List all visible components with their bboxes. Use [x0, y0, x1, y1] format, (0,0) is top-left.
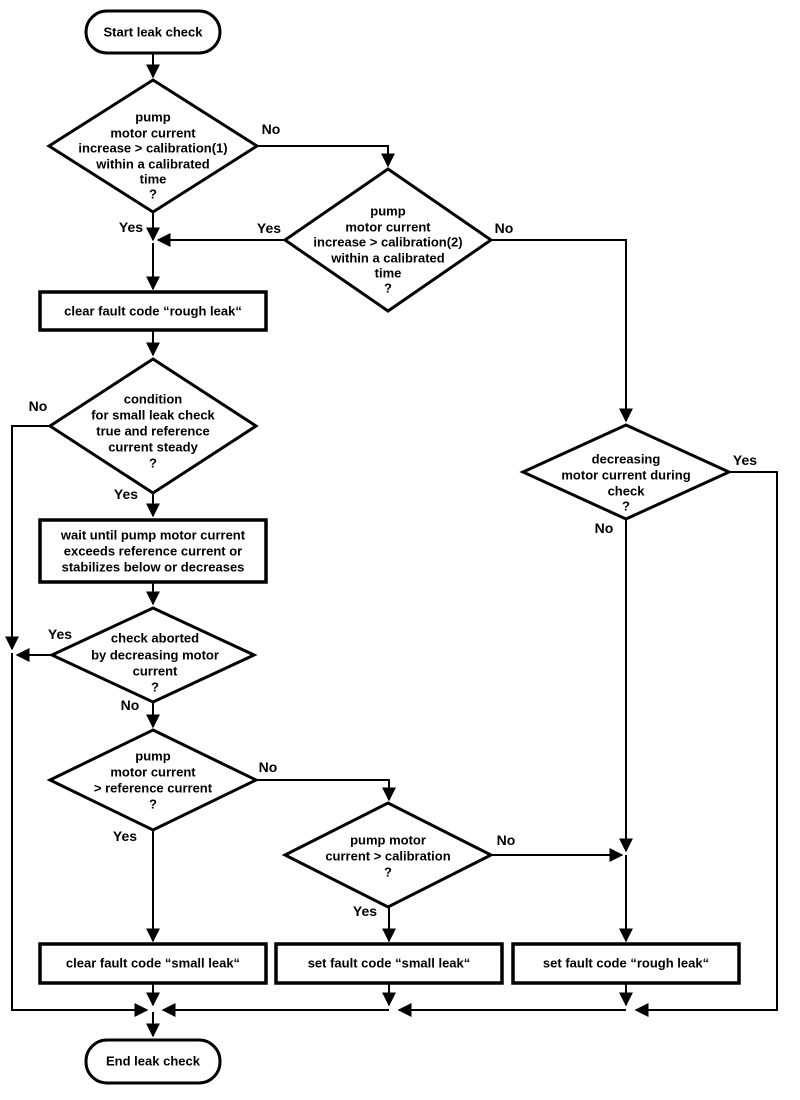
- label-rough2-yes: Yes: [257, 220, 281, 236]
- label-condition-no: No: [29, 398, 48, 414]
- condition-text-line: for small leak check: [91, 408, 215, 423]
- connector-rough1-no: [257, 145, 395, 168]
- rough1-text-line: pump: [135, 110, 170, 125]
- condition-text-line: condition: [124, 392, 183, 407]
- label-aborted-no: No: [121, 697, 140, 713]
- reference-text-line: motor current: [110, 765, 196, 780]
- rough1-text-line: increase > calibration(1): [78, 141, 227, 156]
- reference-text-line: ?: [149, 797, 157, 812]
- rough1-text-line: within a calibrated: [95, 157, 209, 172]
- reference-text-line: pump: [135, 749, 170, 764]
- label-reference-no: No: [259, 759, 278, 775]
- rough2-text-line: within a calibrated: [330, 251, 444, 266]
- label-rough2-no: No: [495, 220, 514, 236]
- aborted-text-line: current: [133, 664, 178, 679]
- decision-decreasing-current: [519, 423, 733, 521]
- condition-text-line: true and reference: [96, 424, 209, 439]
- process-clear-rough-leak: [38, 290, 268, 332]
- decision-current-above-reference: [46, 728, 260, 832]
- rough2-text-line: ?: [384, 281, 392, 296]
- label-aborted-yes: Yes: [48, 626, 72, 642]
- decreasing-text-line: check: [608, 484, 646, 499]
- process-set-rough-leak: [511, 942, 741, 985]
- rough2-text-line: motor current: [345, 220, 431, 235]
- decreasing-text-line: ?: [622, 499, 630, 514]
- decision-rough-leak-calibration1: [46, 78, 260, 214]
- connector-condition-no: [5, 425, 50, 651]
- rough2-text-line: time: [375, 266, 402, 281]
- decision-check-aborted: [48, 606, 258, 704]
- wait-text-line: wait until pump motor current: [60, 528, 246, 543]
- decreasing-text-line: motor current during: [561, 468, 690, 483]
- condition-text-line: current steady: [108, 440, 198, 455]
- calibration-text-line: ?: [384, 865, 392, 880]
- wait-text-line: stabilizes below or decreases: [62, 560, 245, 575]
- set-rough-label: set fault code “rough leak“: [543, 956, 709, 971]
- end-terminator: [84, 1038, 222, 1085]
- start-label: Start leak check: [103, 25, 203, 40]
- decision-rough-leak-calibration2: [282, 167, 494, 313]
- aborted-text-line: by decreasing motor: [91, 648, 219, 663]
- label-rough1-yes: Yes: [119, 219, 143, 235]
- label-decreasing-no: No: [595, 520, 614, 536]
- rough1-text-line: motor current: [110, 126, 196, 141]
- aborted-text-line: ?: [151, 680, 159, 695]
- start-terminator: [84, 9, 222, 55]
- label-decreasing-yes: Yes: [733, 452, 757, 468]
- connector-left-line-to-end-junction: [11, 653, 149, 1017]
- aborted-text-line: check aborted: [111, 631, 199, 646]
- decreasing-text-line: decreasing: [592, 452, 661, 467]
- decision-small-leak-condition: [47, 357, 259, 495]
- clear-rough-label: clear fault code “rough leak“: [64, 304, 242, 319]
- connector-reference-no: [256, 779, 396, 802]
- process-wait-until: [38, 518, 268, 584]
- connector-rough2-no: [491, 239, 633, 423]
- label-condition-yes: Yes: [114, 486, 138, 502]
- end-label: End leak check: [106, 1054, 201, 1069]
- label-rough1-no: No: [262, 121, 281, 137]
- label-reference-yes: Yes: [113, 828, 137, 844]
- rough1-text-line: ?: [149, 187, 157, 202]
- rough2-text-line: increase > calibration(2): [313, 235, 462, 250]
- condition-text-line: ?: [149, 456, 157, 471]
- decision-current-above-calibration: [281, 801, 495, 909]
- rough2-text-line: pump: [370, 204, 405, 219]
- connector-decreasing-yes: [634, 471, 778, 1017]
- label-calibration-no: No: [497, 832, 516, 848]
- wait-text-line: exceeds reference current or: [64, 544, 242, 559]
- process-clear-small-leak: [38, 942, 268, 985]
- calibration-text-line: current > calibration: [325, 849, 450, 864]
- clear-small-label: clear fault code “small leak“: [66, 956, 240, 971]
- process-set-small-leak: [274, 942, 504, 985]
- calibration-text-line: pump motor: [350, 833, 426, 848]
- reference-text-line: > reference current: [94, 781, 213, 796]
- set-small-label: set fault code “small leak“: [308, 956, 471, 971]
- label-calibration-yes: Yes: [353, 903, 377, 919]
- rough1-text-line: time: [140, 172, 167, 187]
